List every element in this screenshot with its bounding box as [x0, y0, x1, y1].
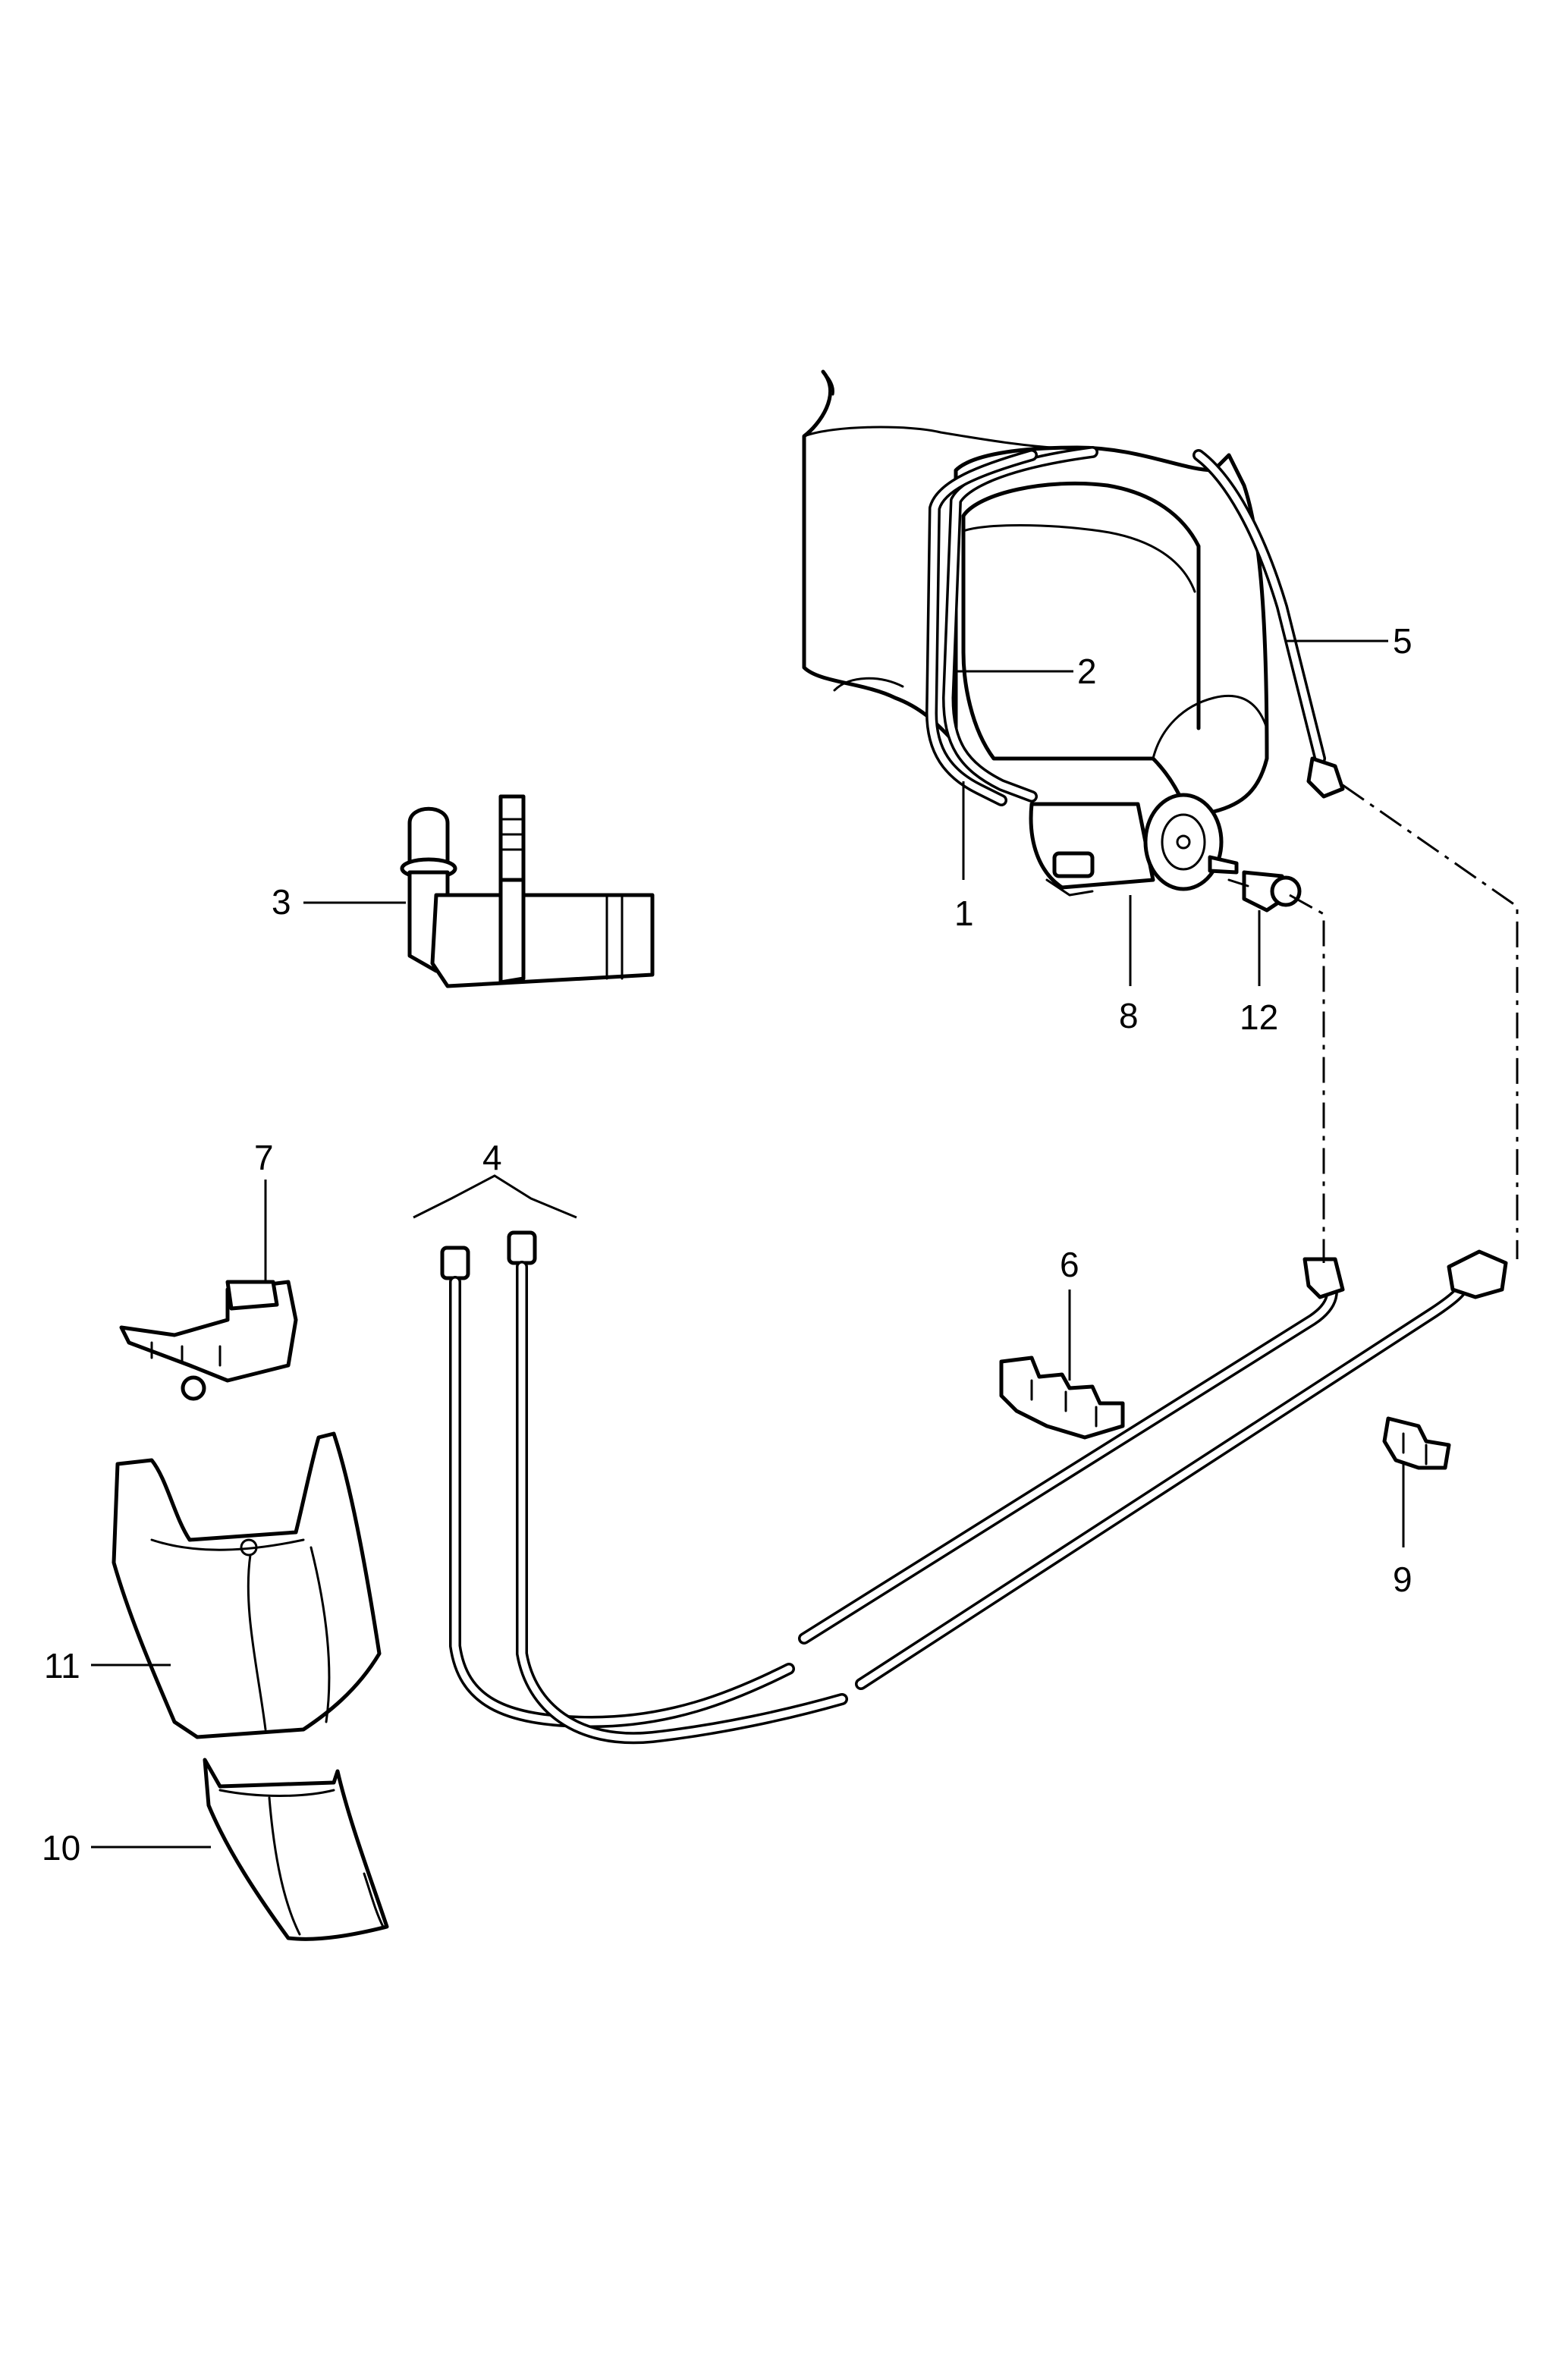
clip-part-6 — [999, 1356, 1125, 1440]
callout-10: 10 — [42, 1828, 80, 1868]
washer-pump-part-8 — [1029, 793, 1239, 897]
callout-3: 3 — [272, 882, 291, 922]
callout-5: 5 — [1393, 621, 1412, 661]
callout-12: 12 — [1240, 997, 1278, 1037]
callout-11: 11 — [44, 1646, 80, 1685]
hose-part-4 — [440, 1230, 1508, 1745]
connector-part-3 — [400, 794, 655, 988]
leader-lines — [91, 639, 1405, 1849]
callout-6: 6 — [1060, 1245, 1079, 1284]
callout-7: 7 — [254, 1138, 274, 1177]
clip-part-9 — [1382, 1416, 1451, 1470]
washer-reservoir — [802, 369, 1269, 829]
hose-part-5 — [1192, 449, 1345, 799]
cover-part-11 — [112, 1431, 382, 1739]
cover-part-10 — [203, 1758, 389, 1941]
callout-8: 8 — [1119, 996, 1139, 1035]
connection-lines — [1289, 784, 1519, 1263]
callout-labels: 1 2 3 4 5 6 7 8 9 10 11 12 — [42, 621, 1412, 1868]
callout-4: 4 — [482, 1138, 502, 1177]
hose-part-1 — [925, 449, 1038, 806]
callout-2: 2 — [1077, 652, 1097, 691]
hose-part-2 — [942, 446, 1098, 803]
bracket-part-7 — [119, 1280, 298, 1401]
clip-part-12 — [1227, 870, 1302, 913]
callout-9: 9 — [1393, 1560, 1412, 1599]
callout-1: 1 — [954, 894, 974, 933]
